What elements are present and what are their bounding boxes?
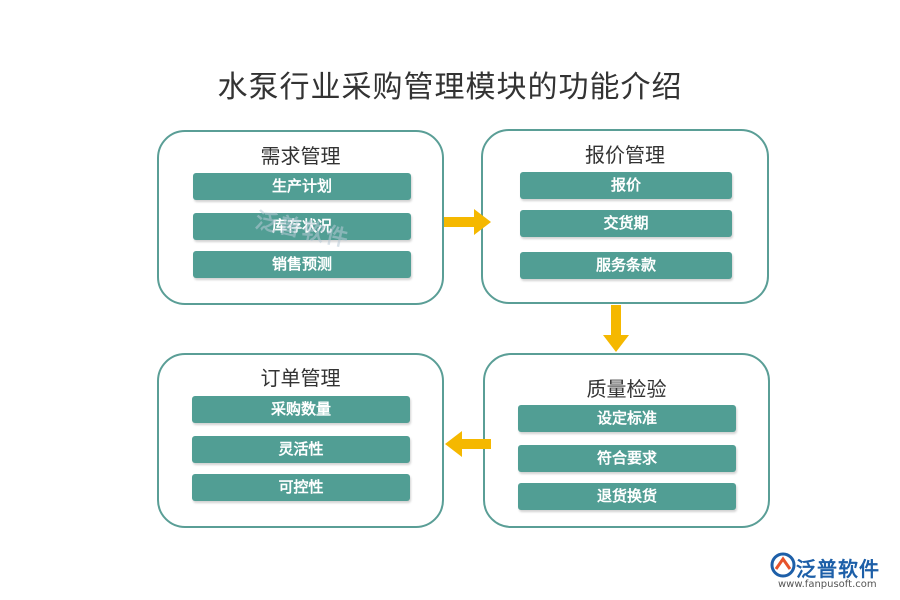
page-title: 水泵行业采购管理模块的功能介绍 (217, 70, 683, 105)
item-quotation: 报价 (520, 172, 732, 199)
logo-url: www.fanpusoft.com (778, 579, 877, 590)
quality-inspection-box: 质量检验 设定标准 符合要求 退货换货 (483, 353, 770, 528)
fanpu-logo-icon (770, 552, 796, 578)
order-management-title: 订单管理 (260, 366, 341, 390)
item-service-terms: 服务条款 (520, 252, 732, 279)
demand-management-title: 需求管理 (260, 144, 341, 168)
item-flexibility: 灵活性 (192, 436, 410, 463)
quality-inspection-title: 质量检验 (586, 377, 667, 401)
quote-management-box: 报价管理 报价 交货期 服务条款 (481, 129, 769, 304)
item-purchase-quantity: 采购数量 (192, 396, 410, 423)
item-sales-forecast: 销售预测 (193, 251, 411, 278)
item-delivery-time: 交货期 (520, 210, 732, 237)
item-inventory-status: 库存状况 (193, 213, 411, 240)
item-meet-requirements: 符合要求 (518, 445, 736, 472)
arrow-left-icon (445, 431, 491, 457)
arrow-down-icon (603, 305, 629, 352)
item-production-plan: 生产计划 (193, 173, 411, 200)
item-set-standards: 设定标准 (518, 405, 736, 432)
demand-management-box: 需求管理 生产计划 库存状况 销售预测 (157, 130, 444, 305)
order-management-box: 订单管理 采购数量 灵活性 可控性 (157, 353, 444, 528)
item-return-exchange: 退货换货 (518, 483, 736, 510)
arrow-right-icon (444, 209, 491, 235)
item-controllability: 可控性 (192, 474, 410, 501)
quote-management-title: 报价管理 (585, 143, 665, 167)
logo-name: 泛普软件 (796, 557, 880, 581)
